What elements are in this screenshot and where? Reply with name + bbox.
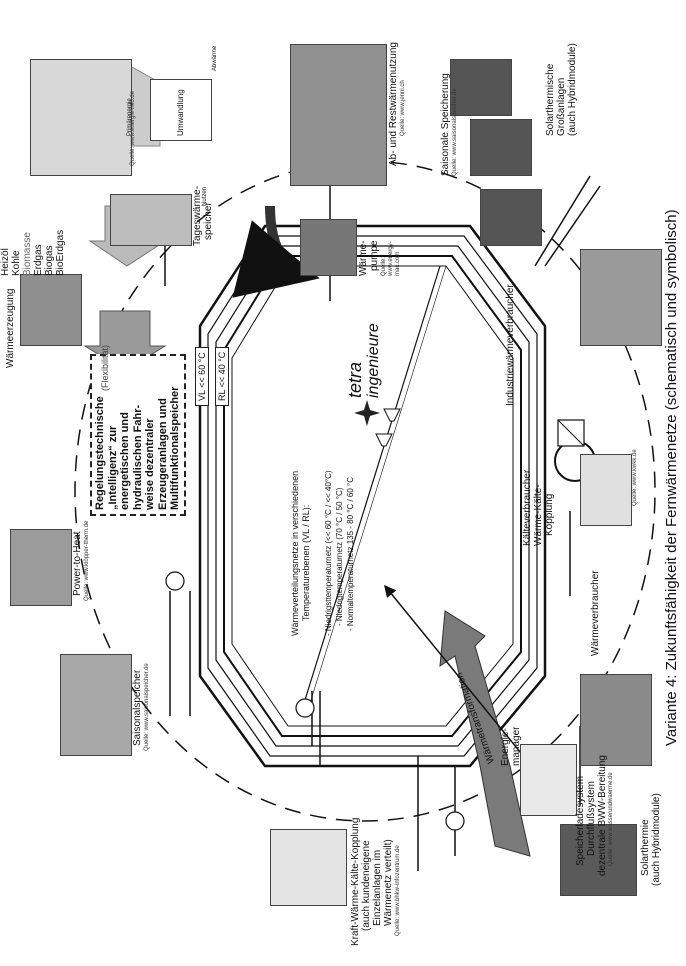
solarthermie-label-2: (auch Hybridmodule) [651, 793, 662, 886]
tetra-logo: tetra ingenieure [340, 336, 400, 426]
abwaerme-label: Abwärme [210, 46, 221, 71]
ctrl-line-6: Erzeugeranlagen und [157, 360, 170, 510]
abwaerme-quelle: Quelle: www.jenni.ch [400, 80, 407, 136]
solar-gross-panel-3 [480, 189, 542, 246]
kwkk-photo [270, 829, 347, 906]
ctrl-line-5: weise dezentraler [144, 360, 157, 510]
saisonalspeicher-quelle: Quelle: www.saisonalspeicher.de [144, 663, 151, 751]
kwkk-label-3: Einzelanlagen im [372, 850, 383, 926]
power2heat-photo [10, 529, 72, 606]
fuel-erdgas: Erdgas [33, 244, 44, 276]
pump-symbol-kwkk [446, 812, 464, 830]
speicherlade-label-1: Speicherladesystem [575, 776, 586, 866]
saisonale-speicherung-label: Saisonale Speicherung [440, 73, 451, 176]
kaelte-label-2: Wärme-Kälte- [533, 484, 544, 546]
figure-caption: Variante 4: Zukunftsfähigkeit der Fernwä… [666, 209, 677, 746]
vl-label: VL << 60 °C [195, 347, 209, 406]
kwkk-label-2: (auch kundeneigene [361, 840, 372, 931]
logo-star-icon [354, 400, 380, 426]
saisonalspeicher-label: Saisonalspeicher [132, 670, 143, 746]
solarthermie-label-1: Solarthermie [640, 819, 651, 876]
power2heat-quelle: Quelle: www.klöpper-therm.de [84, 521, 91, 601]
waermeverbraucher-photo [580, 674, 652, 766]
industrie-photo [580, 249, 662, 346]
kaelte-image [580, 454, 632, 526]
speicherlade-label-2: Durchflußsystem [586, 781, 597, 856]
saisonale-speicherung-quelle: Quelle: www.saisonalspeicher.de [452, 88, 459, 176]
speicherlade-quelle: Quelle: www.wasserundwaerme.de [608, 772, 615, 866]
valve-symbol-1 [376, 434, 392, 446]
kwkk-label-4: Wärmenetz verteilt) [383, 839, 394, 926]
kwkk-quelle: Quelle: www.bhkw-infozentrum.de [395, 845, 402, 936]
energiemanager-label-1: Energie- [500, 728, 511, 766]
speicherlade-image [520, 744, 577, 816]
kwkk-label-1: Kraft-Wärme-Kälte-Kopplung [350, 818, 361, 946]
abwaerme-title: Ab- und Restwärmenutzung [388, 42, 399, 166]
center-title-1: Wärmeverteilungsnetze in verschiedenen [290, 471, 301, 636]
solar-gross-panel-2 [470, 119, 532, 176]
kaelte-label-1: Kälteverbraucher [522, 470, 533, 546]
fuel-bioerdgas: BioErdgas [55, 230, 66, 276]
kaelte-label-3: Kopplung [544, 494, 555, 536]
waermepumpe-quelle-1: Quelle: [381, 257, 388, 276]
solar-gross-panel-1 [450, 59, 512, 116]
logo-line-2: ingenieure [366, 323, 382, 398]
waermeverbraucher-label: Wärmeverbraucher [590, 570, 601, 656]
saisonalspeicher-photo [60, 654, 132, 756]
fuel-heizoel: Heizöl [0, 248, 11, 276]
ctrl-line-7: Multifunktionalspeicher [169, 360, 182, 510]
energie-info-image [30, 59, 132, 176]
energiemanager-label-2: manager [511, 727, 522, 766]
umwandlung-label: Umwandlung [175, 89, 186, 136]
fuel-biogas: Biogas [44, 245, 55, 276]
rl-label: RL << 40 °C [215, 347, 229, 406]
power2heat-label: Power-to-Heat [72, 532, 83, 596]
nutzen-label: Nutzen [200, 187, 211, 206]
solar-gross-label-3: (auch Hybridmodule) [567, 43, 578, 136]
waermepumpe-label-1: Wärme- [358, 240, 369, 276]
kaelte-quelle: Quelle: www.kwkk.de [632, 449, 639, 506]
center-item-2: - Niedrigtemperaturnetz (70 °C / 50 °C) [334, 488, 345, 626]
center-item-1: - Niedrigsttemperaturnetz (<< 60 °C / <<… [323, 470, 334, 636]
pump-symbol-p2h [296, 699, 314, 717]
center-item-3: - Normaltemperaturnetz 135 - 80 °C / 60 … [345, 477, 356, 631]
center-title-2: Temperaturebenen (VL / RL): [301, 505, 312, 621]
tageswaerme-label-2: speicher [203, 202, 214, 240]
solar-gross-label-2: Großanlagen [556, 78, 567, 136]
ctrl-line-3: energetischen und [119, 360, 132, 510]
solar-gross-label-1: Solarthermische [545, 64, 556, 136]
primaerenergie-label: Primärenergie [125, 98, 136, 136]
waermeerzeugung-label: Wärmeerzeugung [5, 289, 16, 368]
ctrl-line-4: hydraulischen Fahr- [132, 360, 145, 510]
logo-line-1: tetra [346, 362, 364, 398]
network-rings [200, 226, 545, 766]
waermeerzeugung-photo [20, 274, 82, 346]
waermepumpe-quelle-2: www.energy- [388, 241, 395, 276]
waermepumpe-photo [300, 219, 357, 276]
fuel-kohle: Kohle [11, 250, 22, 276]
speicherlade-label-3: dezentrale BWW-Bereitung [597, 755, 608, 876]
abwaerme-photo [290, 44, 387, 186]
tageswaermespeicher-photo [110, 194, 192, 246]
waermepumpe-quelle-3: mac.com [395, 252, 402, 276]
flexibilitaet-label: (Flexibilität) [100, 345, 111, 391]
ring-2 [208, 236, 537, 756]
waermepumpe-label-2: pumpe [369, 240, 380, 271]
fuel-biomasse: Biomasse [22, 232, 33, 276]
pump-symbol-erzeugung [166, 572, 184, 590]
industrie-label: Industriewärmeverbraucher [505, 284, 516, 406]
